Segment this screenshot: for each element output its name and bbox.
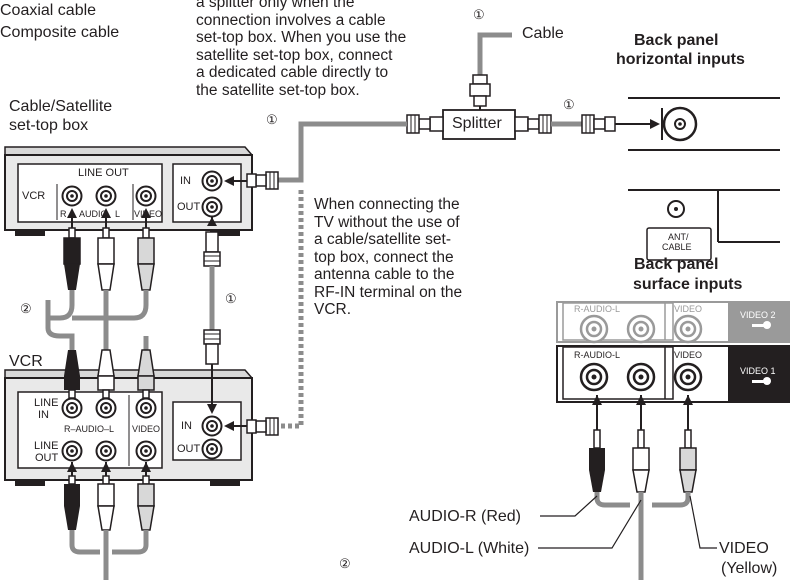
vcr-out-label: OUT xyxy=(177,443,201,455)
callout-lines xyxy=(538,495,717,549)
coax-dotted-to-vcr xyxy=(224,190,304,436)
callout-audio-l: AUDIO-L (White) xyxy=(409,540,530,557)
back-surface-title-2: surface inputs xyxy=(633,276,743,293)
marker-1-splitter-tv: ① xyxy=(563,97,575,112)
marker-1-cable: ① xyxy=(473,7,485,22)
vcr-line-out-2: OUT xyxy=(35,452,59,464)
back-panel-surface xyxy=(556,301,790,403)
vcr-line-out-l-jack[interactable] xyxy=(95,440,117,462)
cable-label: Cable xyxy=(522,25,564,42)
surface-audio-label-1: R-AUDIO-L xyxy=(574,304,621,314)
splitter-left-connector xyxy=(406,114,444,134)
vcr-line-in-video-jack[interactable] xyxy=(135,397,157,419)
back-surface-title-1: Back panel xyxy=(634,256,719,273)
vcr-device xyxy=(4,369,253,486)
vcr-line-in-2: IN xyxy=(38,409,49,421)
vcr-rf-in-jack[interactable] xyxy=(201,415,223,437)
tv-video-jack[interactable] xyxy=(673,362,703,392)
stb-audio-l-jack[interactable] xyxy=(95,185,117,207)
surface-audio-label-2: R-AUDIO-L xyxy=(574,350,621,360)
stb-video-jack[interactable] xyxy=(135,185,157,207)
ant-label-2: CABLE xyxy=(662,242,692,252)
vcr-title: VCR xyxy=(9,353,43,370)
vcr-audio-label: R–AUDIO–L xyxy=(64,424,115,434)
vcr-line-in-r-jack[interactable] xyxy=(61,397,83,419)
surface-video-label-2: VIDEO xyxy=(674,350,703,360)
composite-to-tv xyxy=(589,395,697,580)
stb-r-label: R xyxy=(60,209,67,219)
vcr-video-label: VIDEO xyxy=(132,424,161,434)
vcr-rf-out-jack[interactable] xyxy=(201,438,223,460)
vcr-antenna-note: When connecting the TV without the use o… xyxy=(314,196,463,318)
set-top-box xyxy=(4,146,253,236)
splitter-right-connector xyxy=(514,114,660,134)
marker-1-stb: ① xyxy=(266,112,278,127)
composite-vcr-to-tv xyxy=(64,462,155,580)
coax-splitter-to-stb xyxy=(224,121,407,190)
legend-composite: Composite cable xyxy=(0,24,120,41)
stb-l-label: L xyxy=(115,209,121,219)
back-horizontal-title-1: Back panel xyxy=(634,32,719,49)
splitter-label: Splitter xyxy=(452,115,502,132)
stb-title-line1: Cable/Satellite xyxy=(9,98,113,115)
vcr-line-in-l-jack[interactable] xyxy=(95,397,117,419)
stb-line-out-label: LINE OUT xyxy=(78,167,129,179)
stb-audio-label: AUDIO xyxy=(79,209,108,219)
stb-title-line2: set-top box xyxy=(9,117,89,134)
marker-2-top: ② xyxy=(20,301,32,316)
stb-out-jack[interactable] xyxy=(201,196,223,218)
stb-audio-r-jack[interactable] xyxy=(61,185,83,207)
ant-label-1: ANT/ xyxy=(668,232,689,242)
tv-audio-r-jack[interactable] xyxy=(579,362,609,392)
surface-video-label-1: VIDEO xyxy=(674,304,703,314)
splitter-note: a splitter only when the connection invo… xyxy=(196,0,407,99)
vcr-line-in-1: LINE xyxy=(34,397,59,409)
stb-in-jack[interactable] xyxy=(201,170,223,192)
marker-1-vcr: ① xyxy=(225,291,237,306)
back-horizontal-title-2: horizontal inputs xyxy=(616,51,745,68)
callout-video-2: (Yellow) xyxy=(721,560,778,577)
vcr-in-label: IN xyxy=(181,420,192,432)
tv-audio-l-jack[interactable] xyxy=(626,362,656,392)
callout-audio-r: AUDIO-R (Red) xyxy=(409,508,522,525)
vcr-line-out-video-jack[interactable] xyxy=(135,440,157,462)
stb-in-label: IN xyxy=(180,175,191,187)
callout-video-1: VIDEO xyxy=(719,540,769,557)
stb-video-label: VIDEO xyxy=(134,209,163,219)
back-panel-horizontal xyxy=(628,97,780,261)
marker-2-bottom: ② xyxy=(339,556,351,571)
vcr-line-out-r-jack[interactable] xyxy=(61,440,83,462)
stb-vcr-label: VCR xyxy=(22,190,46,202)
composite-stb-to-vcr xyxy=(45,208,155,399)
coax-stb-to-vcr xyxy=(203,217,221,414)
coax-cable-incoming xyxy=(469,32,512,110)
vcr-line-out-1: LINE xyxy=(34,440,59,452)
video2-label: VIDEO 2 xyxy=(740,310,776,320)
video1-label: VIDEO 1 xyxy=(740,366,776,376)
stb-out-label: OUT xyxy=(177,201,201,213)
legend-coaxial: Coaxial cable xyxy=(0,2,97,19)
